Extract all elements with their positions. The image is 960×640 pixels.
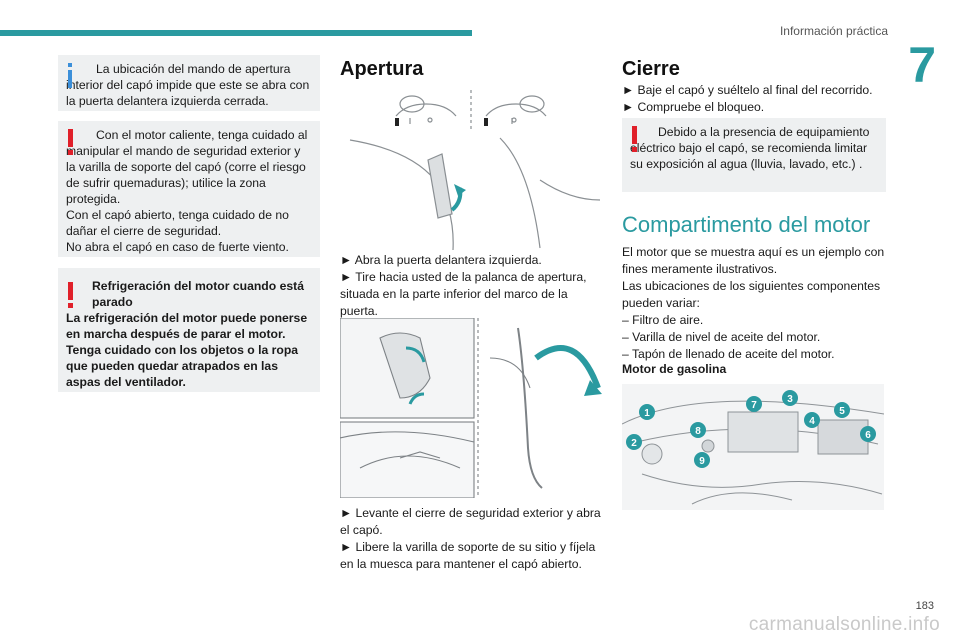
engine-label-1: 1 [644, 408, 650, 419]
figure-interior-lever [349, 90, 601, 250]
engine-label-8: 8 [695, 426, 701, 437]
engine-label-marker [746, 396, 762, 412]
watermark: carmanualsonline.info [748, 614, 940, 635]
warning-icon [68, 129, 74, 155]
figure-hood-opening [340, 318, 602, 498]
step-check-lock: ► Compruebe el bloqueo. [622, 100, 765, 114]
warning-box-electrical: Debido a la presencia de equipamiento el… [622, 118, 886, 192]
warning-box-heat: Con el motor caliente, tenga cuidado al … [58, 121, 320, 257]
engine-label-9: 9 [699, 456, 705, 467]
heading-engine-compartment: Compartimento del motor [622, 212, 871, 237]
warning-icon [632, 126, 638, 152]
warning-box-cooling: Refrigeración del motor cuando está para… [58, 268, 320, 392]
steps-apertura-2: ► Levante el cierre de seguridad exterio… [340, 505, 606, 573]
section-title: Información práctica [779, 24, 888, 38]
warning-electrical-text: Debido a la presencia de equipamiento el… [630, 125, 870, 171]
engine-label-marker [782, 390, 798, 406]
engine-label-4: 4 [809, 416, 815, 427]
engine-text-line: – Varilla de nivel de aceite del motor. [622, 330, 821, 344]
engine-label-marker [804, 412, 820, 428]
header-accent-bar [0, 30, 472, 36]
figure-engine-compartment: 1 2 3 4 5 6 7 8 9 [622, 384, 884, 510]
warning-title: Refrigeración del motor cuando está para… [92, 279, 304, 309]
step-lower-hood: ► Baje el capó y suéltelo al final del r… [622, 83, 873, 97]
warning-body: La refrigeración del motor puede ponerse… [66, 311, 308, 389]
page-number: 183 [915, 600, 934, 612]
warning-line-2: Con el capó abierto, tenga cuidado de no… [66, 208, 289, 238]
engine-label-3: 3 [787, 394, 793, 405]
info-box: La ubicación del mando de apertura inter… [58, 55, 320, 111]
engine-label-6: 6 [865, 430, 871, 441]
engine-label-marker [694, 452, 710, 468]
chapter-number: 7 [908, 37, 936, 93]
step-release-rod: ► Libere la varilla de soporte de su sit… [340, 540, 596, 571]
info-text: La ubicación del mando de apertura inter… [66, 62, 310, 108]
warning-line-1: Con el motor caliente, tenga cuidado al … [66, 128, 308, 206]
engine-label-7: 7 [751, 400, 757, 411]
step-pull-lever: ► Tire hacia usted de la palanca de aper… [340, 270, 587, 318]
engine-compartment-text: El motor que se muestra aquí es un ejemp… [622, 244, 888, 363]
engine-label-marker [690, 422, 706, 438]
engine-text-line: Las ubicaciones de los siguientes compon… [622, 279, 881, 310]
step-open-door: ► Abra la puerta delantera izquierda. [340, 253, 542, 267]
engine-label-5: 5 [839, 406, 845, 417]
engine-text-line: – Tapón de llenado de aceite del motor. [622, 347, 835, 361]
heading-apertura: Apertura [340, 58, 424, 80]
engine-text-line: – Filtro de aire. [622, 313, 704, 327]
subheading-gasoline-engine: Motor de gasolina [622, 362, 727, 376]
engine-label-marker [639, 404, 655, 420]
info-icon [66, 63, 74, 89]
engine-label-marker [834, 402, 850, 418]
steps-apertura-1: ► Abra la puerta delantera izquierda. ► … [340, 252, 602, 320]
steps-cierre: ► Baje el capó y suéltelo al final del r… [622, 82, 888, 116]
engine-label-2: 2 [631, 438, 637, 449]
engine-label-marker [860, 426, 876, 442]
warning-line-3: No abra el capó en caso de fuerte viento… [66, 240, 289, 254]
engine-text-line: El motor que se muestra aquí es un ejemp… [622, 245, 885, 276]
warning-icon [68, 282, 74, 308]
step-lift-catch: ► Levante el cierre de seguridad exterio… [340, 506, 601, 537]
heading-cierre: Cierre [622, 58, 680, 80]
engine-label-marker [626, 434, 642, 450]
